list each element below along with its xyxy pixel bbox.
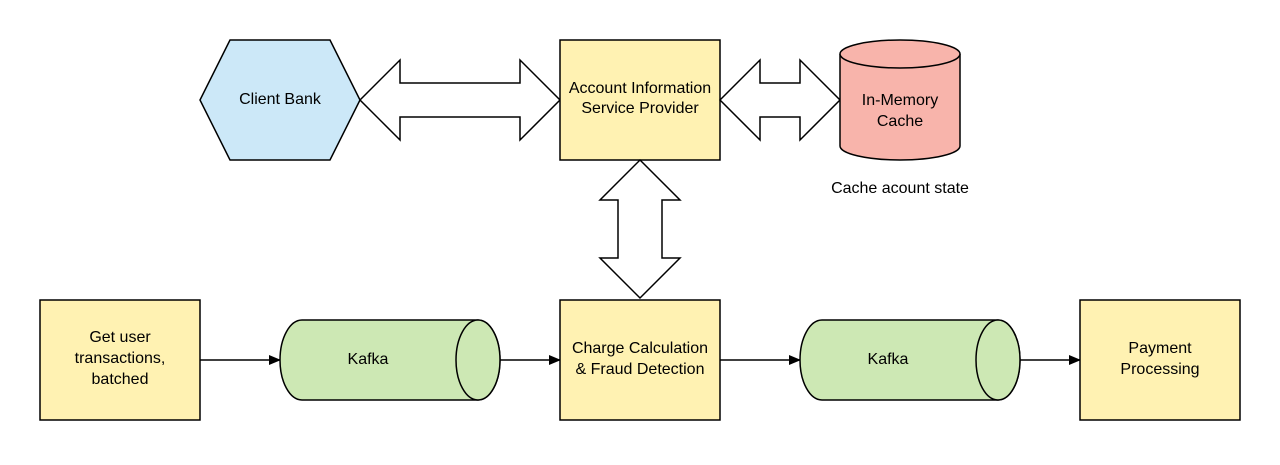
payment-label-line-1: Payment — [1128, 340, 1192, 357]
payment-node[interactable]: Payment Processing — [1079, 299, 1241, 421]
client-aisp-double-arrow — [358, 58, 562, 142]
kafka-1-label: Kafka — [348, 351, 389, 368]
client-bank-label: Client Bank — [239, 91, 322, 108]
charge-node[interactable]: Charge Calculation & Fraud Detection — [559, 299, 721, 421]
kafka-2-node[interactable]: Kafka — [799, 319, 1021, 401]
cache-note: Cache acount state — [831, 180, 969, 197]
client-bank-node[interactable]: Client Bank — [199, 39, 361, 161]
get-transactions-node[interactable]: Get user transactions, batched — [39, 299, 201, 421]
kafka-1-node[interactable]: Kafka — [279, 319, 501, 401]
cache-node[interactable]: In-Memory Cache — [839, 39, 961, 161]
aisp-node[interactable]: Account Information Service Provider — [559, 39, 721, 161]
cache-label-line-2: Cache — [877, 113, 923, 130]
charge-label-line-1: Charge Calculation — [572, 340, 708, 357]
aisp-label-line-2: Service Provider — [581, 100, 699, 117]
get-transactions-label-line-3: batched — [92, 371, 149, 388]
aisp-cache-double-arrow — [718, 58, 842, 142]
payment-label-line-2: Processing — [1120, 361, 1199, 378]
charge-label-line-2: & Fraud Detection — [576, 361, 705, 378]
kafka-2-label: Kafka — [868, 351, 909, 368]
cache-label-line-1: In-Memory — [862, 92, 938, 109]
get-transactions-label-line-2: transactions, — [75, 350, 166, 367]
aisp-label-line-1: Account Information — [569, 80, 711, 97]
aisp-charge-double-arrow — [598, 158, 682, 300]
get-transactions-label-line-1: Get user — [89, 329, 151, 346]
